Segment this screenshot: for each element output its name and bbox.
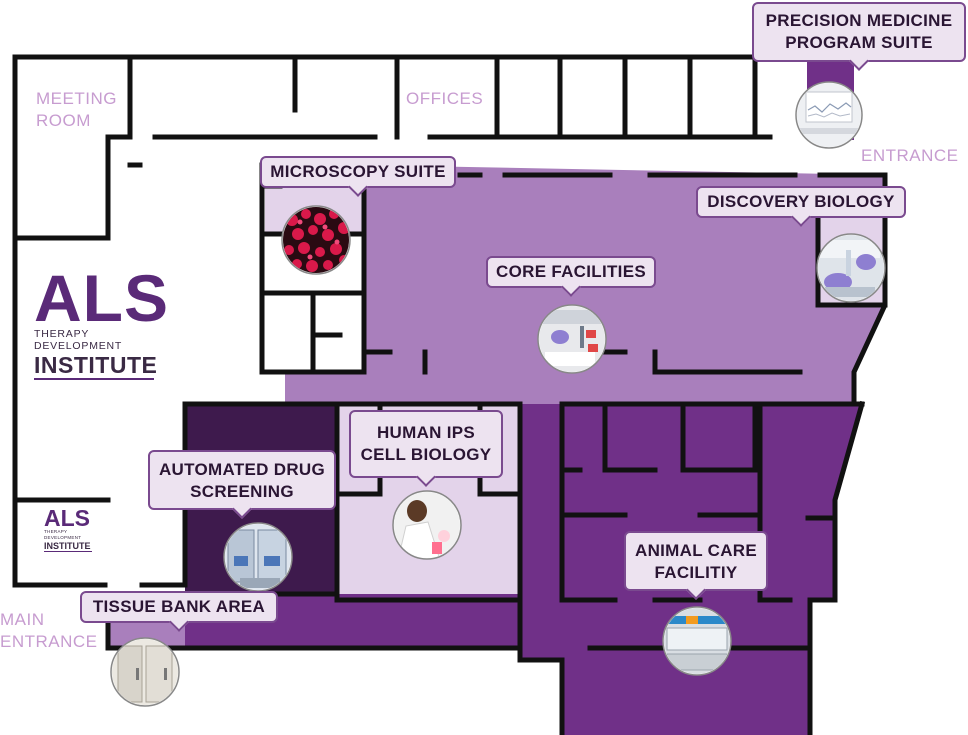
callout-precision-medicine-line1: PRECISION MEDICINE [765, 11, 953, 30]
callout-automated-drug-line2: SCREENING [190, 482, 294, 501]
photo-precision-medicine [795, 81, 863, 149]
callout-animal-care-line1: ANIMAL CARE [635, 541, 757, 560]
callout-automated-drug-screening[interactable]: AUTOMATED DRUG SCREENING [148, 450, 336, 510]
callout-core-facilities-label: CORE FACILITIES [496, 262, 646, 281]
meeting-room-label-line1: MEETING [36, 89, 117, 108]
callout-animal-care-line2: FACILITIY [654, 563, 738, 582]
photo-core-facilities [537, 304, 607, 374]
callout-precision-medicine[interactable]: PRECISION MEDICINE PROGRAM SUITE [752, 2, 966, 62]
callout-microscopy-suite-label: MICROSCOPY SUITE [270, 162, 446, 181]
als-tdi-logo-small: ALS THERAPY DEVELOPMENT INSTITUTE [44, 507, 104, 552]
zone-fills [110, 55, 885, 735]
callout-human-ips[interactable]: HUMAN IPS CELL BIOLOGY [349, 410, 503, 478]
als-tdi-logo: ALS THERAPY DEVELOPMENT INSTITUTE [34, 261, 174, 380]
logo-small-abbr: ALS [44, 505, 90, 531]
photo-automated-drug-screening [223, 522, 293, 592]
main-entrance-label-line1: MAIN [0, 610, 45, 629]
entrance-label: ENTRANCE [861, 146, 959, 165]
photo-microscopy [281, 205, 351, 275]
callout-automated-drug-line1: AUTOMATED DRUG [158, 460, 325, 479]
main-entrance-label: MAIN ENTRANCE [0, 609, 98, 653]
logo-small-name: INSTITUTE [44, 541, 92, 552]
photo-human-ips [392, 490, 462, 560]
callout-human-ips-line2: CELL BIOLOGY [360, 445, 492, 464]
main-entrance-label-line2: ENTRANCE [0, 632, 98, 651]
photo-tissue-bank [110, 637, 180, 707]
meeting-room-label: MEETING ROOM [36, 88, 117, 132]
callout-tissue-bank[interactable]: TISSUE BANK AREA [80, 591, 278, 623]
photo-discovery-biology [816, 233, 886, 303]
callout-discovery-biology-label: DISCOVERY BIOLOGY [707, 192, 895, 211]
logo-small-tagline: THERAPY DEVELOPMENT [44, 529, 82, 540]
callout-human-ips-line1: HUMAN IPS [376, 423, 476, 442]
logo-abbr: ALS [34, 261, 169, 335]
meeting-room-label-line2: ROOM [36, 111, 91, 130]
photo-animal-care [662, 606, 732, 676]
callout-microscopy-suite[interactable]: MICROSCOPY SUITE [260, 156, 456, 188]
offices-label: OFFICES [406, 89, 484, 108]
callout-tissue-bank-label: TISSUE BANK AREA [92, 597, 266, 616]
logo-tagline: THERAPY DEVELOPMENT [34, 328, 123, 352]
callout-discovery-biology[interactable]: DISCOVERY BIOLOGY [696, 186, 906, 218]
logo-name: INSTITUTE [34, 352, 158, 380]
callout-precision-medicine-line2: PROGRAM SUITE [785, 33, 933, 52]
callout-core-facilities[interactable]: CORE FACILITIES [486, 256, 656, 288]
callout-animal-care[interactable]: ANIMAL CARE FACILITIY [624, 531, 768, 591]
walls [12, 54, 888, 735]
